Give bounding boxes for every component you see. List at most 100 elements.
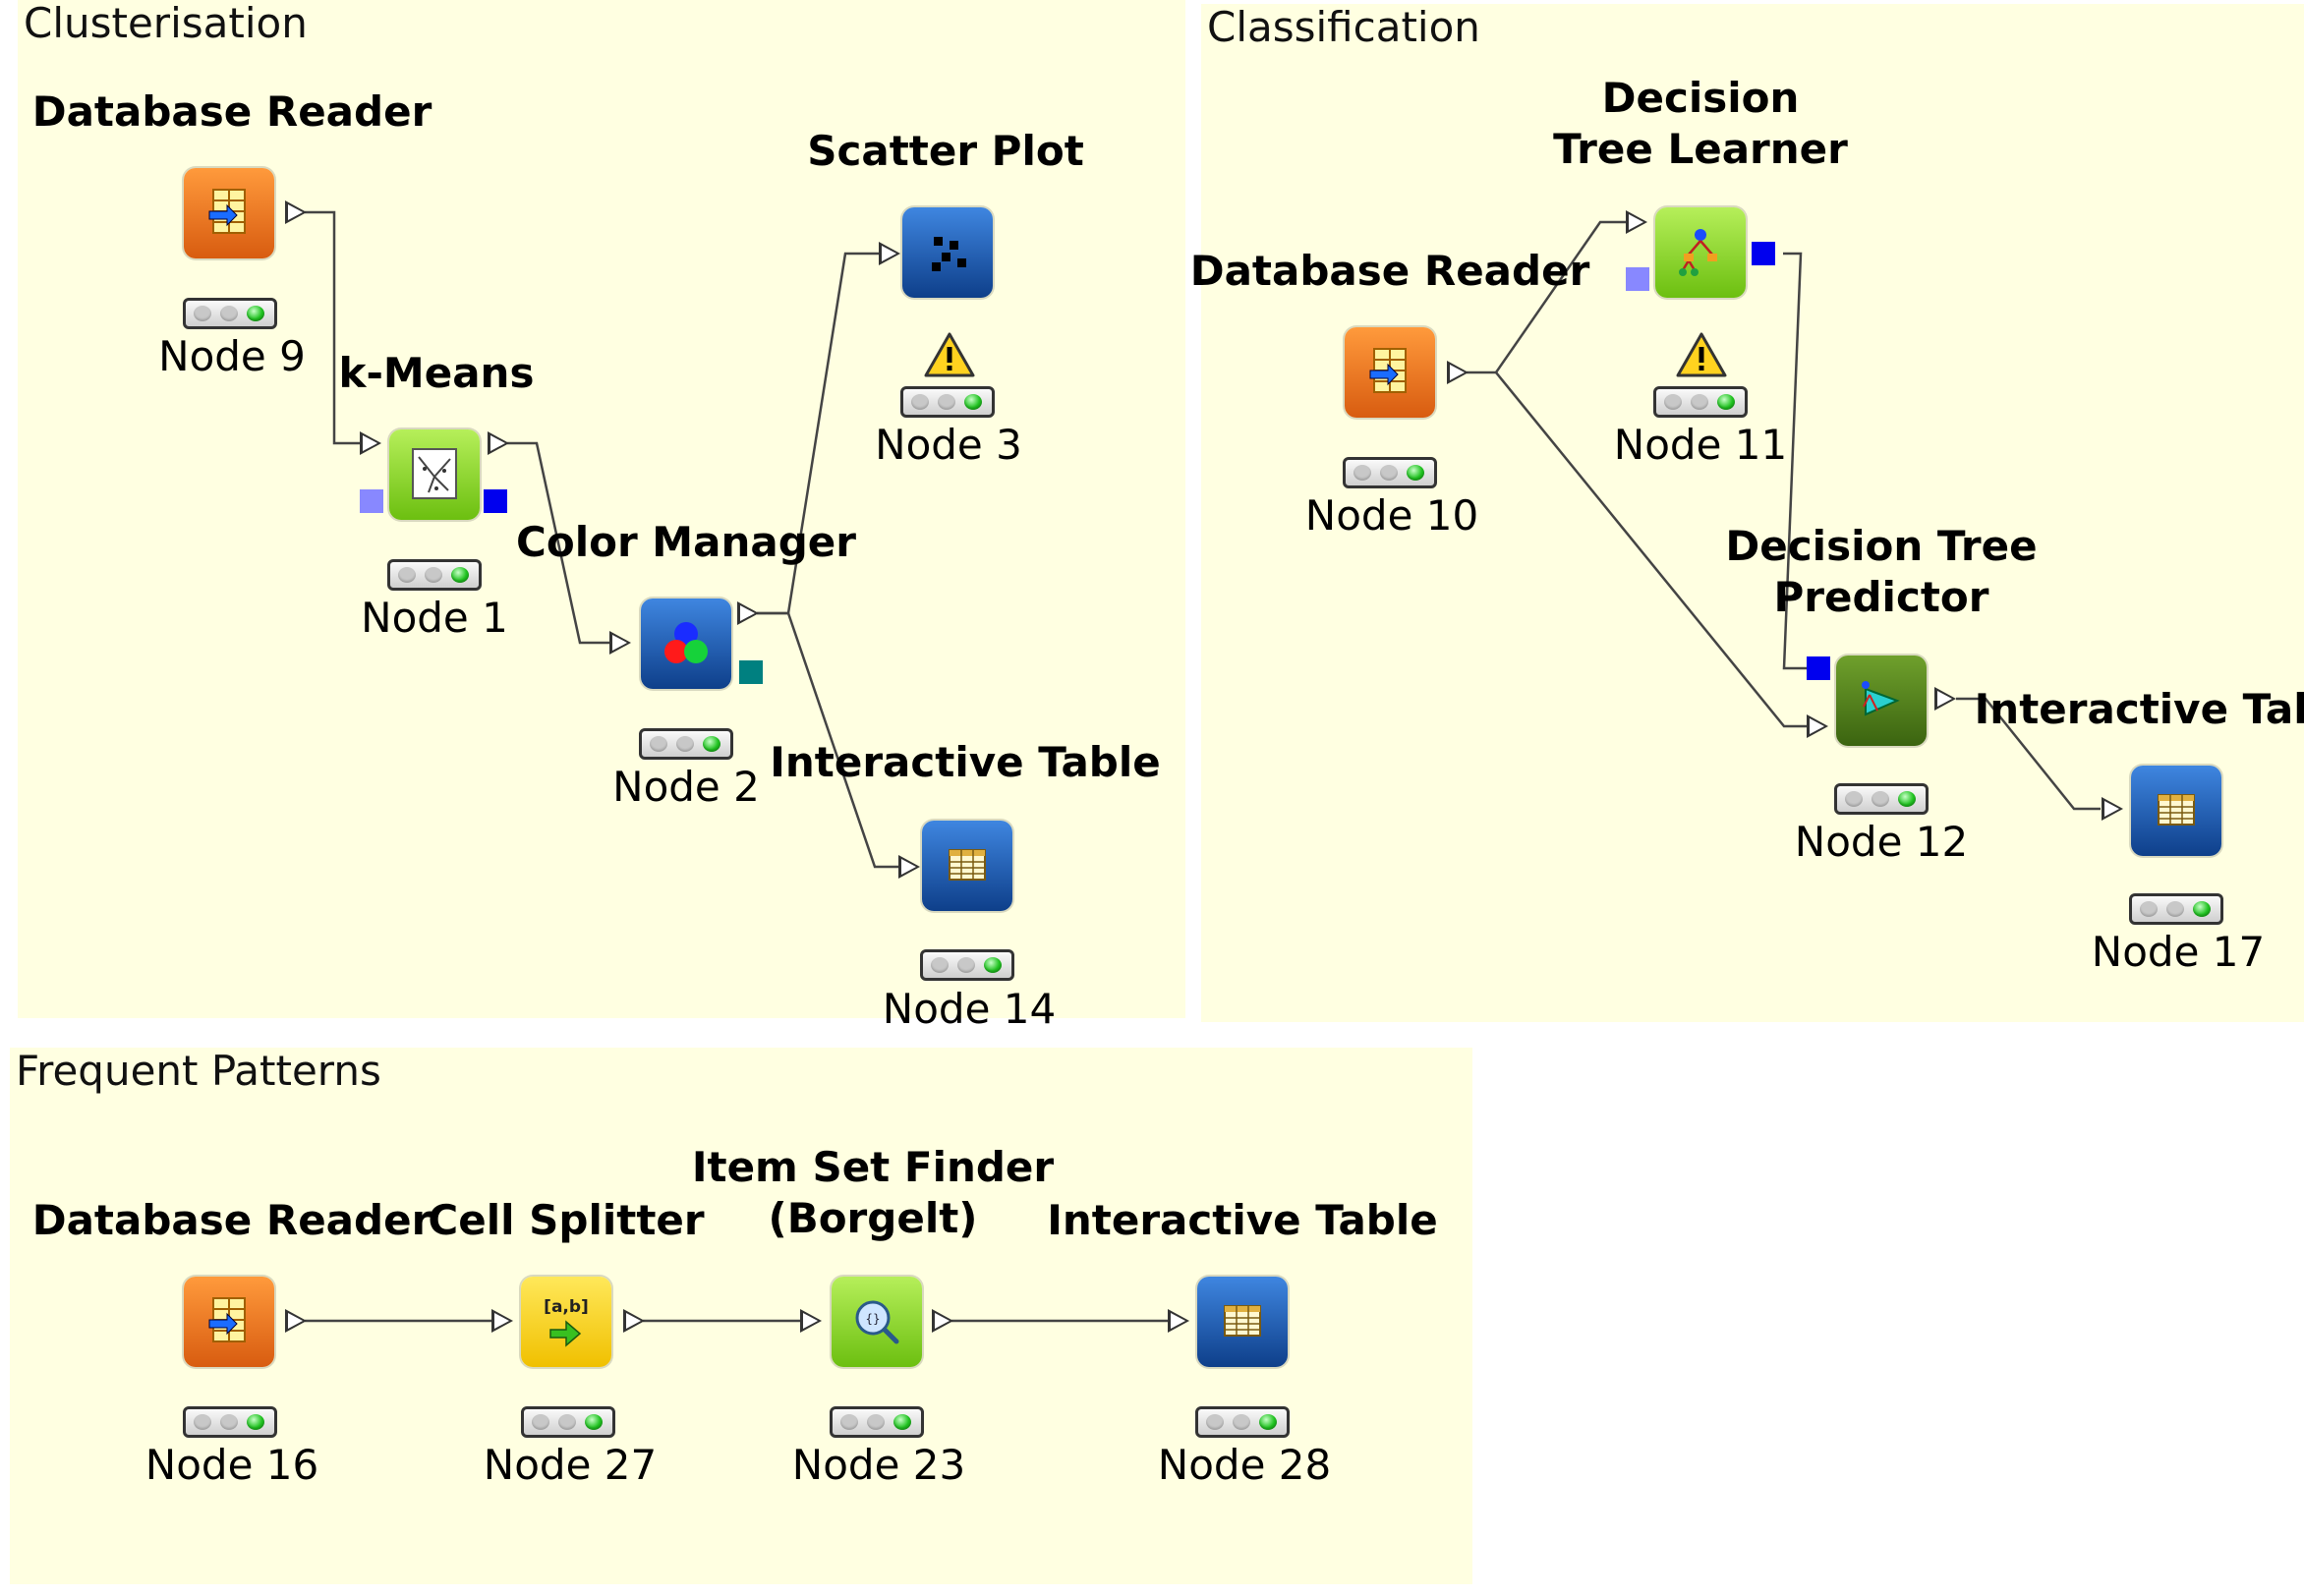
color-circles-icon [664,622,708,663]
connection[interactable] [1495,371,1807,728]
table-icon [2158,794,2195,826]
decision-tree-predictor-node[interactable] [1836,656,1927,746]
node-label[interactable]: Color Manager [516,518,856,566]
status-traffic-light [183,1406,277,1438]
status-traffic-light [920,949,1014,981]
item-set-finder-node[interactable]: {} [832,1277,922,1367]
model-port-out[interactable] [484,489,507,513]
k-means-node[interactable] [389,429,480,520]
status-traffic-light [387,559,482,591]
input-port[interactable] [1626,210,1647,234]
model-port-in[interactable] [1807,656,1830,680]
input-port[interactable] [1168,1309,1189,1333]
interactive-table-node[interactable] [1197,1277,1288,1367]
annotation-title: Clusterisation [24,0,308,47]
connection[interactable] [507,441,609,645]
input-port[interactable] [898,855,920,879]
node-label[interactable]: Cell Splitter [428,1196,705,1244]
cell-splitter-node[interactable]: [a,b] [521,1277,611,1367]
node-name[interactable]: Node 3 [875,421,1022,469]
input-port[interactable] [360,431,381,455]
output-port[interactable] [285,200,307,224]
input-port[interactable] [879,242,900,265]
output-port[interactable] [737,601,759,625]
scatter-plot-node[interactable] [902,207,993,298]
node-name[interactable]: Node 11 [1613,421,1788,469]
status-traffic-light [1195,1406,1290,1438]
interactive-table-node[interactable] [922,821,1012,911]
annotation-classification[interactable]: Classification [1201,3,2304,1022]
model-port-in[interactable] [360,489,383,513]
node-label[interactable]: Decision Tree Predictor [1725,522,2038,621]
node-name[interactable]: Node 16 [144,1441,319,1489]
node-name[interactable]: Node 17 [2091,928,2266,976]
decision-tree-learner-node[interactable] [1655,207,1746,298]
node-label[interactable]: k-Means [338,349,535,397]
node-label[interactable]: Database Reader [31,87,432,136]
node-label[interactable]: Interactive Table [770,738,1161,786]
connection[interactable] [1956,697,2101,811]
splitter-glyph: [a,b] [544,1297,589,1317]
database-reader-icon [1369,348,1407,393]
predictor-icon [1862,681,1900,716]
warning-icon [1676,332,1727,377]
output-port[interactable] [1447,361,1469,384]
node-label[interactable]: Database Reader [31,1196,432,1244]
warning-icon [924,332,975,377]
interactive-table-node[interactable] [2131,766,2221,856]
node-name[interactable]: Node 14 [882,985,1057,1033]
status-traffic-light [183,298,277,329]
connection[interactable] [1782,252,1807,670]
connection[interactable] [305,210,360,445]
database-reader-node[interactable] [184,1277,274,1367]
model-port-out[interactable] [1752,242,1775,265]
input-port[interactable] [1807,714,1828,738]
table-icon [949,849,986,881]
node-label[interactable]: Item Set Finder (Borgelt) [691,1143,1055,1242]
k-means-icon [412,448,457,499]
svg-text:{}: {} [865,1312,880,1326]
node-label[interactable]: Interactive Table [1047,1196,1438,1244]
scatter-plot-icon [932,237,966,271]
status-traffic-light [830,1406,924,1438]
node-label[interactable]: Database Reader [1189,247,1590,295]
pmml-port-in[interactable] [1626,267,1649,291]
database-reader-node[interactable] [184,168,274,258]
status-traffic-light [639,728,733,760]
node-name[interactable]: Node 2 [612,763,760,811]
output-port[interactable] [285,1309,307,1333]
input-port[interactable] [609,631,631,655]
decision-tree-icon [1679,229,1717,276]
output-port[interactable] [932,1309,953,1333]
annotation-title: Classification [1207,3,1480,51]
node-name[interactable]: Node 27 [483,1441,658,1489]
status-traffic-light [1653,386,1748,418]
node-label[interactable]: Interactive Tab [1974,685,2304,733]
node-name[interactable]: Node 23 [791,1441,966,1489]
output-port[interactable] [623,1309,645,1333]
node-label[interactable]: Scatter Plot [807,127,1084,175]
node-label[interactable]: Decision Tree Learner [1553,74,1848,173]
node-name[interactable]: Node 1 [361,594,508,642]
table-icon [1224,1305,1261,1337]
node-name[interactable]: Node 28 [1157,1441,1332,1489]
database-reader-icon [208,1297,246,1342]
connection[interactable] [757,611,899,869]
input-port[interactable] [800,1309,822,1333]
magnifier-icon: {} [855,1300,899,1344]
node-name[interactable]: Node 10 [1304,491,1479,540]
output-port[interactable] [1934,687,1956,711]
connection[interactable] [1467,220,1626,374]
status-traffic-light [521,1406,615,1438]
database-reader-node[interactable] [1345,327,1435,418]
color-model-port[interactable] [739,660,763,684]
status-traffic-light [900,386,995,418]
input-port[interactable] [491,1309,513,1333]
input-port[interactable] [2102,797,2123,821]
node-name[interactable]: Node 12 [1794,818,1969,866]
status-traffic-light [1343,457,1437,488]
output-port[interactable] [488,431,509,455]
color-manager-node[interactable] [641,598,731,689]
node-name[interactable]: Node 9 [158,332,306,380]
